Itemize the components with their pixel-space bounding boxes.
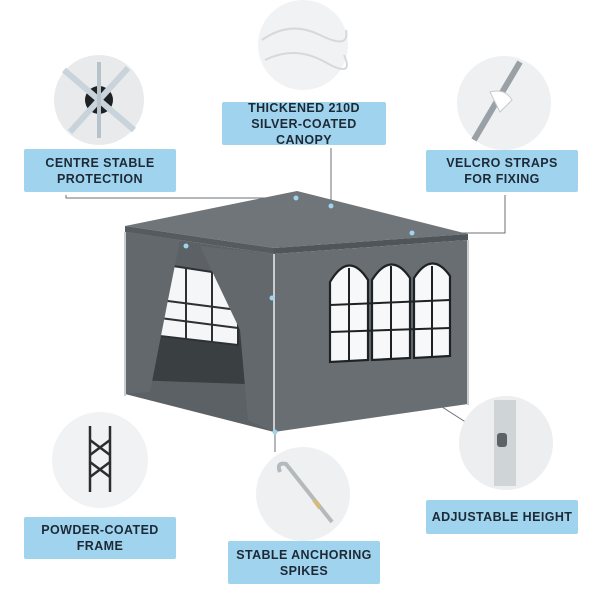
fabric-swatch-icon	[258, 0, 348, 90]
label-frame: POWDER-COATED FRAME	[24, 517, 176, 559]
label-height: ADJUSTABLE HEIGHT	[426, 500, 578, 534]
callout-dots	[183, 195, 415, 435]
ground-spike-icon	[256, 447, 350, 541]
label-canopy: THICKENED 210D SILVER-COATED CANOPY	[222, 101, 386, 147]
folding-frame-icon	[52, 412, 148, 508]
tent-roof	[125, 191, 468, 248]
label-spikes: STABLE ANCHORING SPIKES	[228, 541, 380, 584]
tent-poles	[124, 232, 469, 434]
hub-joint-icon	[54, 55, 144, 145]
strap-pole-icon	[457, 56, 551, 150]
label-centre-stable: CENTRE STABLE PROTECTION	[24, 149, 176, 192]
height-adjust-pin-icon	[459, 396, 553, 490]
window-grid	[329, 266, 451, 361]
label-velcro: VELCRO STRAPS FOR FIXING	[426, 150, 578, 192]
line-centre-stable	[65, 195, 296, 199]
gazebo-tent	[124, 191, 469, 435]
